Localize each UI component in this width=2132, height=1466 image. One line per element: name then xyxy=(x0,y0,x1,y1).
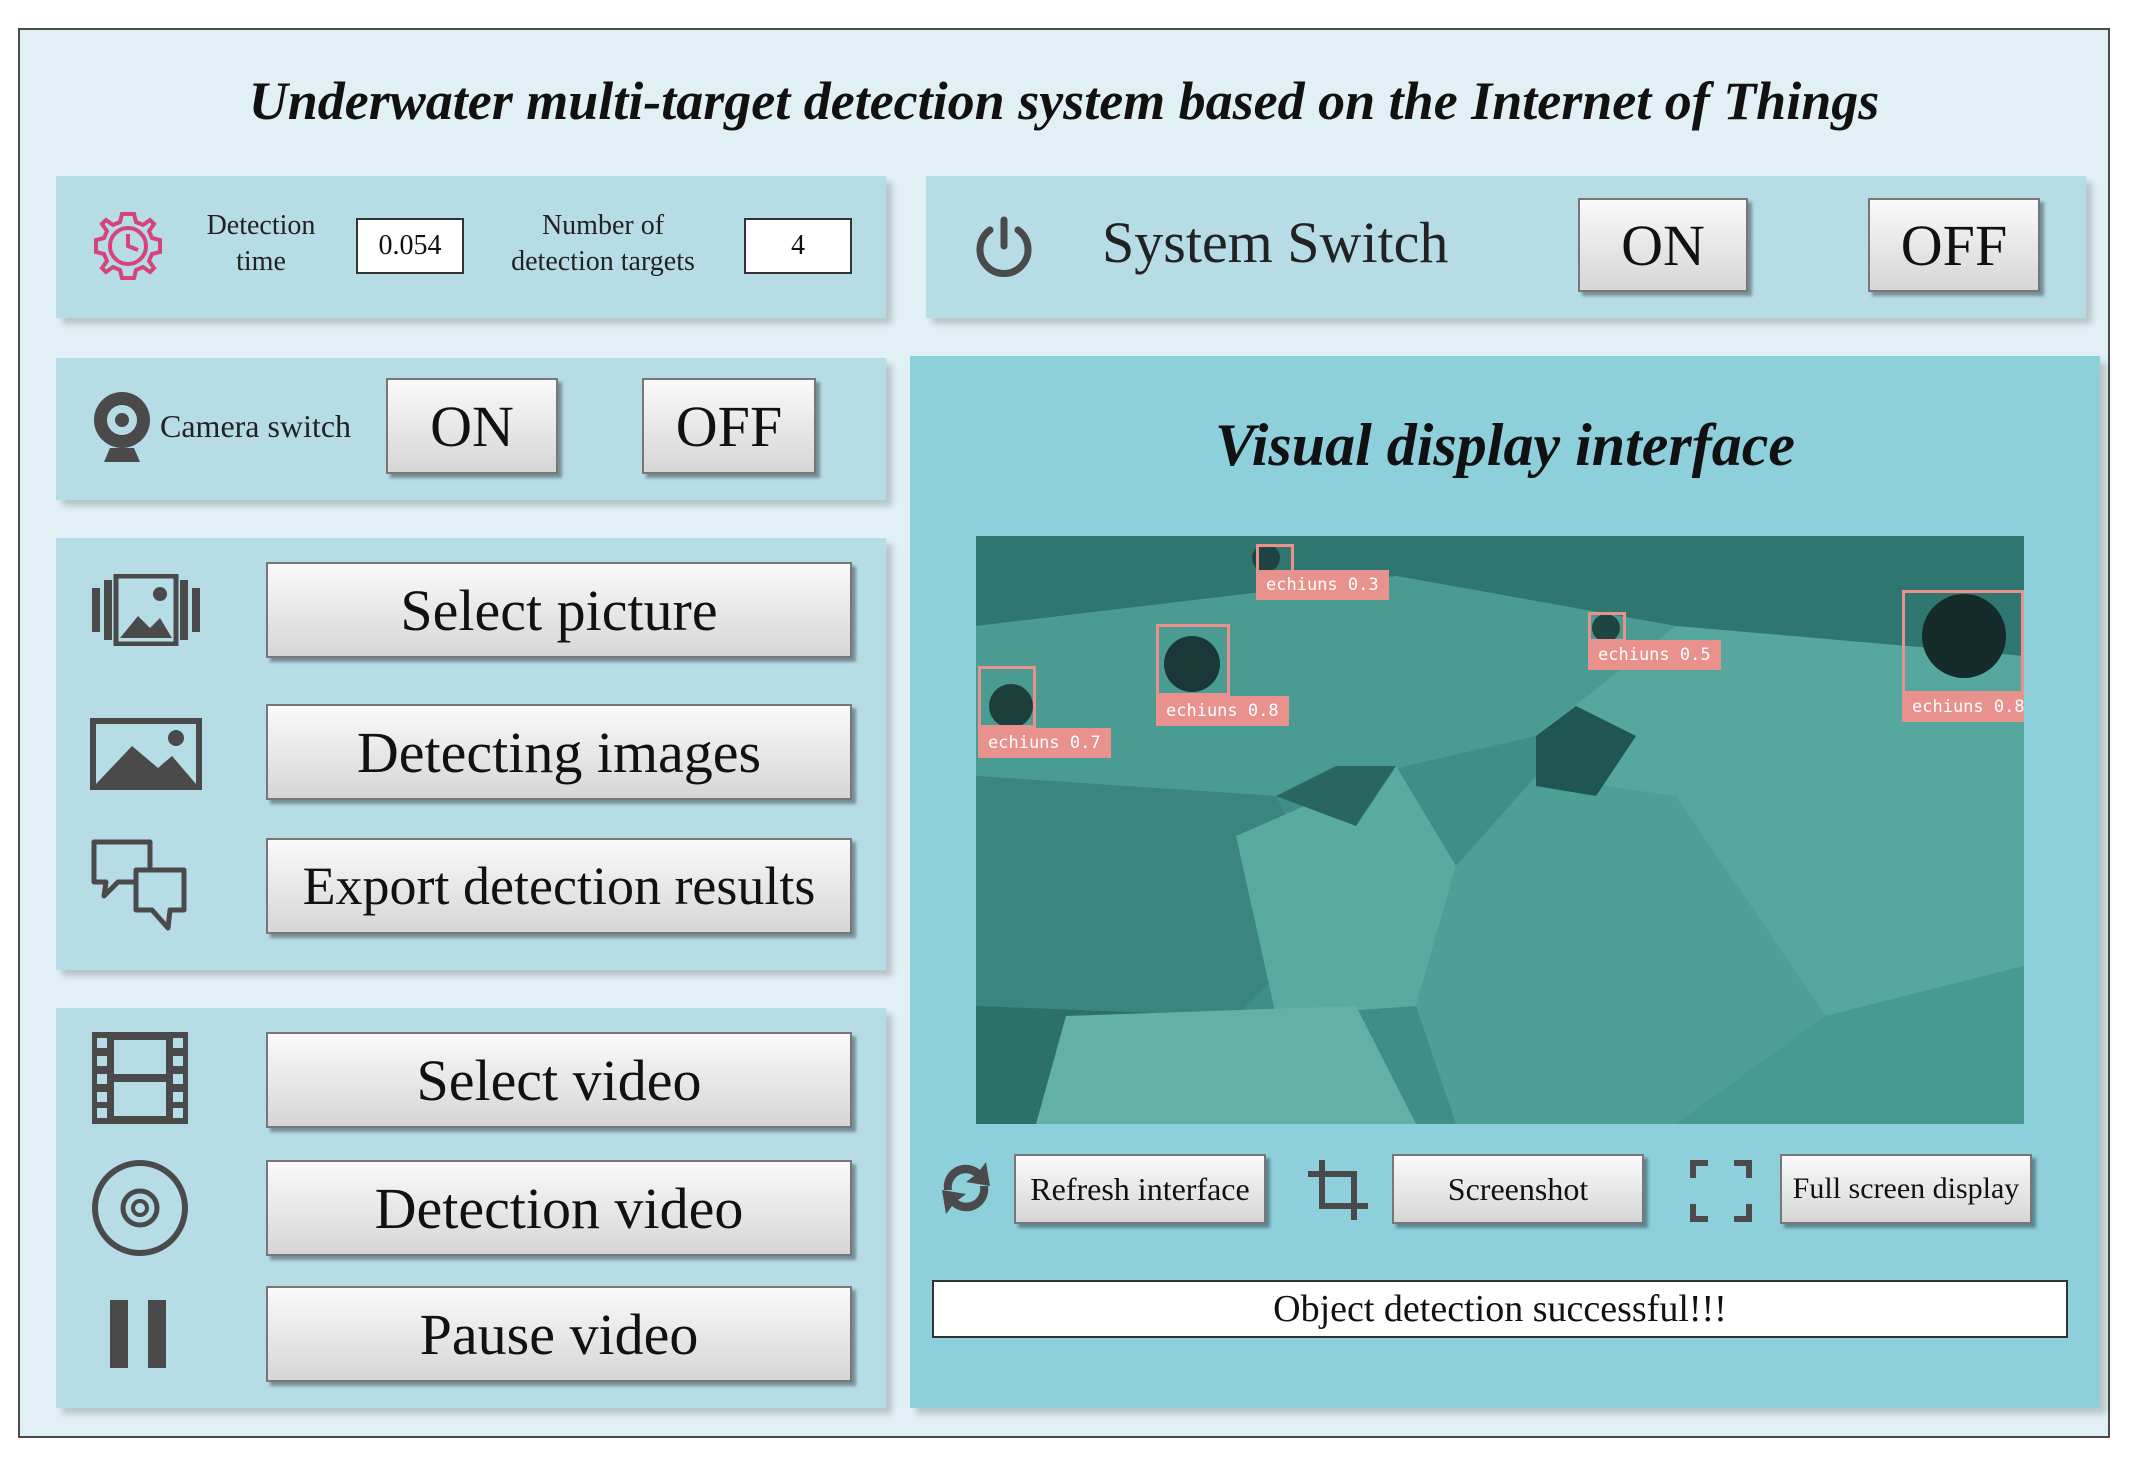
gear-clock-icon xyxy=(94,212,162,280)
detection-time-label: Detection time xyxy=(206,210,316,277)
disc-icon[interactable] xyxy=(90,1158,190,1258)
detection-box xyxy=(1156,624,1230,696)
targets-count-value: 4 xyxy=(744,218,852,274)
refresh-icon[interactable] xyxy=(934,1156,998,1220)
refresh-interface-button[interactable]: Refresh interface xyxy=(1014,1154,1266,1224)
pause-video-button[interactable]: Pause video xyxy=(266,1286,852,1382)
detection-box xyxy=(978,666,1036,728)
picture-icon[interactable] xyxy=(90,718,202,790)
crop-icon[interactable] xyxy=(1306,1158,1370,1222)
detection-time-value: 0.054 xyxy=(356,218,464,274)
app-title: Underwater multi-target detection system… xyxy=(248,71,1880,131)
status-bar: Object detection successful!!! xyxy=(932,1280,2068,1338)
detection-label: echiuns 0.8 xyxy=(1902,692,2024,722)
targets-count-label: Number of detection targets xyxy=(511,210,695,277)
full-screen-button[interactable]: Full screen display xyxy=(1780,1154,2032,1224)
detection-box xyxy=(1588,612,1626,642)
select-picture-button[interactable]: Select picture xyxy=(266,562,852,658)
detection-video-button[interactable]: Detection video xyxy=(266,1160,852,1256)
detection-label: echiuns 0.7 xyxy=(978,728,1111,758)
display-title: Visual display interface xyxy=(1214,412,1796,478)
underwater-scene xyxy=(976,536,2024,1124)
detecting-images-button[interactable]: Detecting images xyxy=(266,704,852,800)
camera-on-button[interactable]: ON xyxy=(386,378,558,474)
detection-label: echiuns 0.5 xyxy=(1588,640,1721,670)
pause-icon[interactable] xyxy=(108,1298,172,1370)
webcam-icon xyxy=(94,392,150,462)
system-switch-label: System Switch xyxy=(1102,210,1449,275)
screenshot-button[interactable]: Screenshot xyxy=(1392,1154,1644,1224)
image-gallery-icon[interactable] xyxy=(90,574,202,646)
fullscreen-icon[interactable] xyxy=(1690,1160,1752,1222)
detection-box xyxy=(1902,590,2024,694)
power-icon[interactable] xyxy=(972,214,1036,280)
camera-switch-label: Camera switch xyxy=(160,408,352,444)
export-results-button[interactable]: Export detection results xyxy=(266,838,852,934)
select-video-button[interactable]: Select video xyxy=(266,1032,852,1128)
camera-off-button[interactable]: OFF xyxy=(642,378,816,474)
chat-bubbles-icon[interactable] xyxy=(90,836,190,936)
film-strip-icon[interactable] xyxy=(90,1030,190,1126)
system-on-button[interactable]: ON xyxy=(1578,198,1748,292)
detection-label: echiuns 0.3 xyxy=(1256,570,1389,600)
detection-label: echiuns 0.8 xyxy=(1156,696,1289,726)
detection-image: echiuns 0.3 echiuns 0.8 echiuns 0.5 echi… xyxy=(976,536,2024,1124)
system-off-button[interactable]: OFF xyxy=(1868,198,2040,292)
